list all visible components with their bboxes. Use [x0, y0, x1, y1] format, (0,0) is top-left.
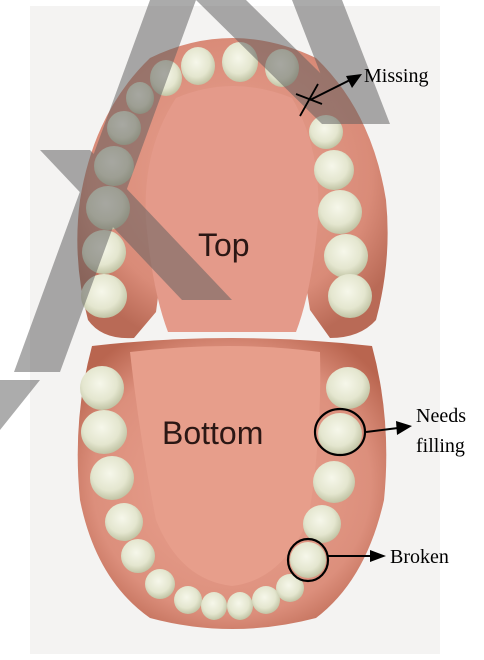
tooth [313, 461, 355, 503]
tooth [80, 366, 124, 410]
tooth [318, 413, 362, 455]
tooth [201, 592, 227, 620]
tooth [105, 503, 143, 541]
tooth [90, 456, 134, 500]
tooth [227, 592, 253, 620]
tooth [314, 150, 354, 190]
tooth [324, 234, 368, 278]
tooth [328, 274, 372, 318]
tooth [290, 542, 326, 578]
broken-label: Broken [390, 546, 449, 568]
tooth [174, 586, 202, 614]
lower-jaw-label: Bottom [162, 415, 263, 451]
tooth [326, 367, 370, 409]
tooth [303, 505, 341, 543]
missing-label: Missing [364, 65, 428, 87]
tooth [318, 190, 362, 234]
needs-filling-label-line1: Needs [416, 405, 466, 427]
tooth [81, 410, 127, 454]
tooth [145, 569, 175, 599]
needs-filling-label-line2: filling [416, 435, 465, 457]
tooth [252, 586, 280, 614]
tooth [121, 539, 155, 573]
lower-jaw: Bottom [78, 338, 387, 629]
